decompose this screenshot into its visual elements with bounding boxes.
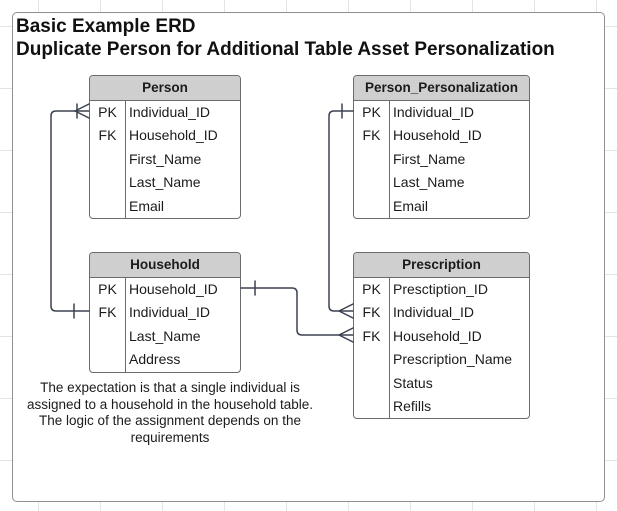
column-name: Refills xyxy=(393,397,432,414)
entity-row: PK Individual_ID xyxy=(90,101,240,124)
entity-row: Address xyxy=(90,348,240,371)
entity-row: PK Presctiption_ID xyxy=(354,278,529,301)
column-name: Household_ID xyxy=(393,127,482,144)
column-name: Email xyxy=(393,197,429,214)
key-label: FK xyxy=(362,127,381,144)
column-name: Individual_ID xyxy=(393,304,474,321)
entity-person-personalization-body: PK Individual_ID FK Household_ID First_Nam… xyxy=(354,101,529,218)
entity-row: First_Name xyxy=(90,148,240,171)
key-label: PK xyxy=(362,104,381,120)
entity-person[interactable]: Person PK Individual_ID FK Household_ID Fi… xyxy=(89,75,241,219)
column-name: Individual_ID xyxy=(129,104,210,120)
entity-row: PK Individual_ID xyxy=(354,101,529,124)
column-name: Household_ID xyxy=(129,281,218,297)
diagram-subtitle: Duplicate Person for Additional Table As… xyxy=(16,39,555,60)
entity-household-body: PK Household_ID FK Individual_ID Last_Name… xyxy=(90,278,240,372)
entity-household-header: Household xyxy=(90,253,240,278)
column-name: Household_ID xyxy=(393,327,482,344)
explanation-note: The expectation is that a single individ… xyxy=(27,380,313,445)
entity-row: FK Individual_ID xyxy=(354,301,529,324)
column-name: Address xyxy=(129,351,181,368)
entity-row: Refills xyxy=(354,395,529,418)
column-name: First_Name xyxy=(129,150,202,167)
entity-person-header: Person xyxy=(90,76,240,101)
column-name: Individual_ID xyxy=(393,104,474,120)
entity-row: Email xyxy=(90,195,240,218)
entity-person-personalization[interactable]: Person_Personalization PK Individual_ID F… xyxy=(353,75,530,219)
column-name: Last_Name xyxy=(393,174,465,191)
key-label: FK xyxy=(98,127,117,144)
diagram-title: Basic Example ERD xyxy=(16,16,196,37)
column-name: Last_Name xyxy=(129,174,201,191)
entity-row: FK Individual_ID xyxy=(90,301,240,324)
entity-row: Last_Name xyxy=(90,325,240,348)
entity-prescription[interactable]: Prescription PK Presctiption_ID FK Individ… xyxy=(353,252,530,420)
key-label: FK xyxy=(362,304,381,321)
column-name: Individual_ID xyxy=(129,304,210,321)
key-label: PK xyxy=(98,281,117,297)
column-name: Last_Name xyxy=(129,327,201,344)
key-label: FK xyxy=(362,327,381,344)
entity-prescription-header: Prescription xyxy=(354,253,529,278)
entity-row: PK Household_ID xyxy=(90,278,240,301)
entity-row: Last_Name xyxy=(90,171,240,194)
column-name: Status xyxy=(393,374,433,391)
entity-person-personalization-header: Person_Personalization xyxy=(354,76,529,101)
entity-row: Prescription_Name xyxy=(354,348,529,371)
column-name: Email xyxy=(129,197,165,214)
entity-row: FK Household_ID xyxy=(354,124,529,147)
entity-row: Status xyxy=(354,372,529,395)
entity-row: Email xyxy=(354,195,529,218)
entity-row: First_Name xyxy=(354,148,529,171)
column-name: Prescription_Name xyxy=(393,351,513,368)
entity-row: FK Household_ID xyxy=(354,325,529,348)
entity-row: Last_Name xyxy=(354,171,529,194)
key-label: PK xyxy=(362,281,381,297)
entity-household[interactable]: Household PK Household_ID FK Individual_ID… xyxy=(89,252,241,373)
entity-person-body: PK Individual_ID FK Household_ID First_Nam… xyxy=(90,101,240,218)
key-label: PK xyxy=(98,104,117,120)
entity-prescription-body: PK Presctiption_ID FK Individual_ID FK Hous… xyxy=(354,278,529,419)
column-name: Household_ID xyxy=(129,127,218,144)
key-label: FK xyxy=(98,304,117,321)
column-name: First_Name xyxy=(393,150,466,167)
column-name: Presctiption_ID xyxy=(393,281,488,297)
entity-row: FK Household_ID xyxy=(90,124,240,147)
